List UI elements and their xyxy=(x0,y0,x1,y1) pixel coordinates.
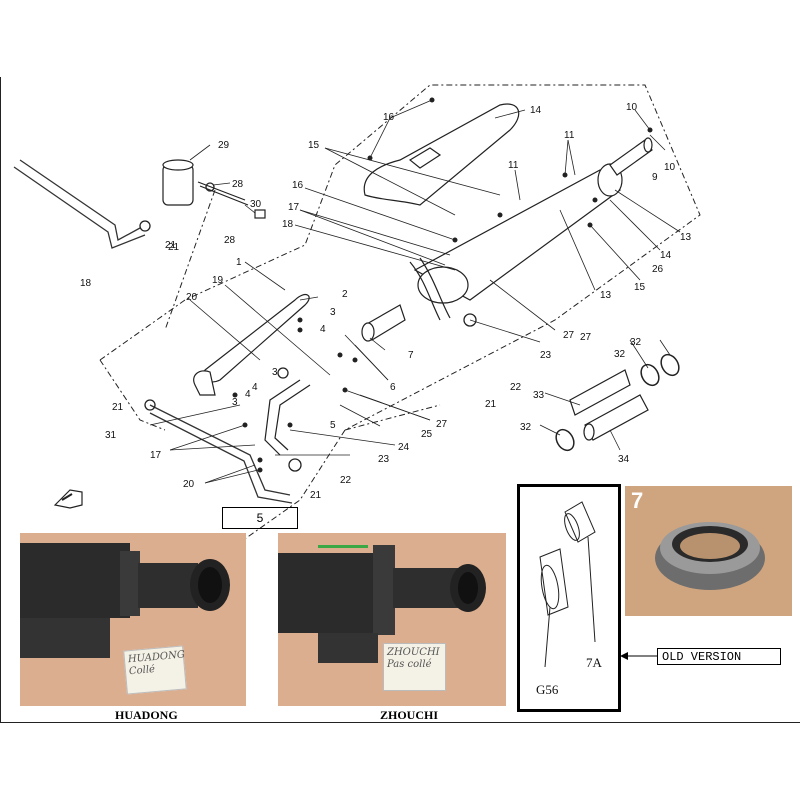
callout: 33 xyxy=(533,390,545,401)
callout: 2 xyxy=(342,289,348,300)
callout: 4 xyxy=(320,324,326,335)
callout: 10 xyxy=(626,102,638,113)
flange-pipe xyxy=(361,304,406,342)
callout: 5 xyxy=(330,420,336,431)
callout: 25 xyxy=(421,429,433,440)
inset-sketch: G56 7A xyxy=(536,501,603,697)
frame-bar-left xyxy=(13,159,146,249)
sleeve-part xyxy=(569,369,649,441)
muffler-body xyxy=(413,163,623,304)
callout: 11 xyxy=(564,130,575,141)
callout: 28 xyxy=(232,179,244,190)
callout: 28 xyxy=(224,235,236,246)
header-pipe xyxy=(264,257,451,456)
note-line: ZHOUCHI xyxy=(387,647,440,658)
inset-label-7a: 7A xyxy=(586,655,603,670)
pipe-clamps xyxy=(139,182,477,472)
page-number-box: 5 xyxy=(222,507,298,529)
callout: 3 xyxy=(232,397,238,408)
callout: 21 xyxy=(165,240,177,251)
frame-bar-lower xyxy=(149,404,293,504)
canister-part xyxy=(162,159,266,219)
caption-huadong: HUADONG xyxy=(115,708,178,722)
callout: 21 xyxy=(168,242,180,253)
callout: 15 xyxy=(634,282,646,293)
gasket-illustration xyxy=(625,486,792,616)
callout: 20 xyxy=(186,292,198,303)
callout: 13 xyxy=(600,290,612,301)
callout: 7 xyxy=(408,350,414,361)
callout: 17 xyxy=(150,450,162,461)
sticky-note: ZHOUCHI Pas collé xyxy=(383,643,446,691)
callout: 3 xyxy=(272,367,278,378)
callout: 3 xyxy=(330,307,336,318)
callout: 34 xyxy=(618,454,630,465)
callout: 31 xyxy=(105,430,117,441)
callout: 18 xyxy=(80,278,92,289)
heat-shield xyxy=(363,103,520,206)
callout: 21 xyxy=(112,402,124,413)
callout: 6 xyxy=(390,382,396,393)
callout: 29 xyxy=(218,140,230,151)
gasket-photo: 7 xyxy=(625,486,792,616)
arrow-icon xyxy=(620,652,658,660)
callout: 4 xyxy=(252,382,258,393)
callout: 10 xyxy=(664,162,676,173)
callout: 11 xyxy=(508,160,519,171)
callout: 30 xyxy=(250,199,262,210)
callout: 18 xyxy=(282,219,294,230)
diagram-frame xyxy=(0,77,800,723)
callout: 23 xyxy=(540,350,552,361)
callout: 14 xyxy=(530,105,542,116)
callout: 1 xyxy=(236,257,242,268)
front-shield xyxy=(193,293,310,396)
inset-label-g56: G56 xyxy=(536,682,559,697)
sticky-note: HUADONG Collé xyxy=(123,645,187,695)
callout: 16 xyxy=(383,112,395,123)
gasket-rings xyxy=(555,353,680,452)
callout: 32 xyxy=(630,337,642,348)
callout-numbers: 16 14 10 10 11 11 9 15 16 17 18 29 28 30… xyxy=(80,102,692,501)
callout: 32 xyxy=(614,349,626,360)
callout: 32 xyxy=(520,422,532,433)
callout: 23 xyxy=(378,454,390,465)
orientation-arrow-icon xyxy=(53,489,83,509)
callout: 15 xyxy=(308,140,320,151)
photo-huadong: HUADONG Collé xyxy=(20,533,246,706)
inset-detail-box: G56 7A xyxy=(517,484,621,712)
callout: 16 xyxy=(292,180,304,191)
callout: 24 xyxy=(398,442,410,453)
callout: 20 xyxy=(183,479,195,490)
tail-pipe xyxy=(609,137,653,176)
note-line: Pas collé xyxy=(387,659,432,670)
callout: 17 xyxy=(288,202,300,213)
photo-number: 7 xyxy=(631,488,644,513)
callout: 27 xyxy=(436,419,448,430)
callout: 21 xyxy=(310,490,322,501)
photo-zhouchi: ZHOUCHI Pas collé xyxy=(278,533,506,706)
callout: 22 xyxy=(510,382,522,393)
callout: 4 xyxy=(245,389,251,400)
callout: 27 xyxy=(580,332,592,343)
callout: 27 xyxy=(563,330,575,341)
callout: 26 xyxy=(652,264,664,275)
old-version-label: OLD VERSION xyxy=(657,648,781,665)
caption-zhouchi: ZHOUCHI xyxy=(380,708,439,722)
callout: 13 xyxy=(680,232,692,243)
callout: 22 xyxy=(340,475,352,486)
leader-lines xyxy=(149,99,681,484)
callout: 21 xyxy=(485,399,497,410)
callout: 14 xyxy=(660,250,672,261)
callout: 9 xyxy=(652,172,658,183)
callout: 19 xyxy=(212,275,224,286)
assembly-outline xyxy=(99,84,701,561)
